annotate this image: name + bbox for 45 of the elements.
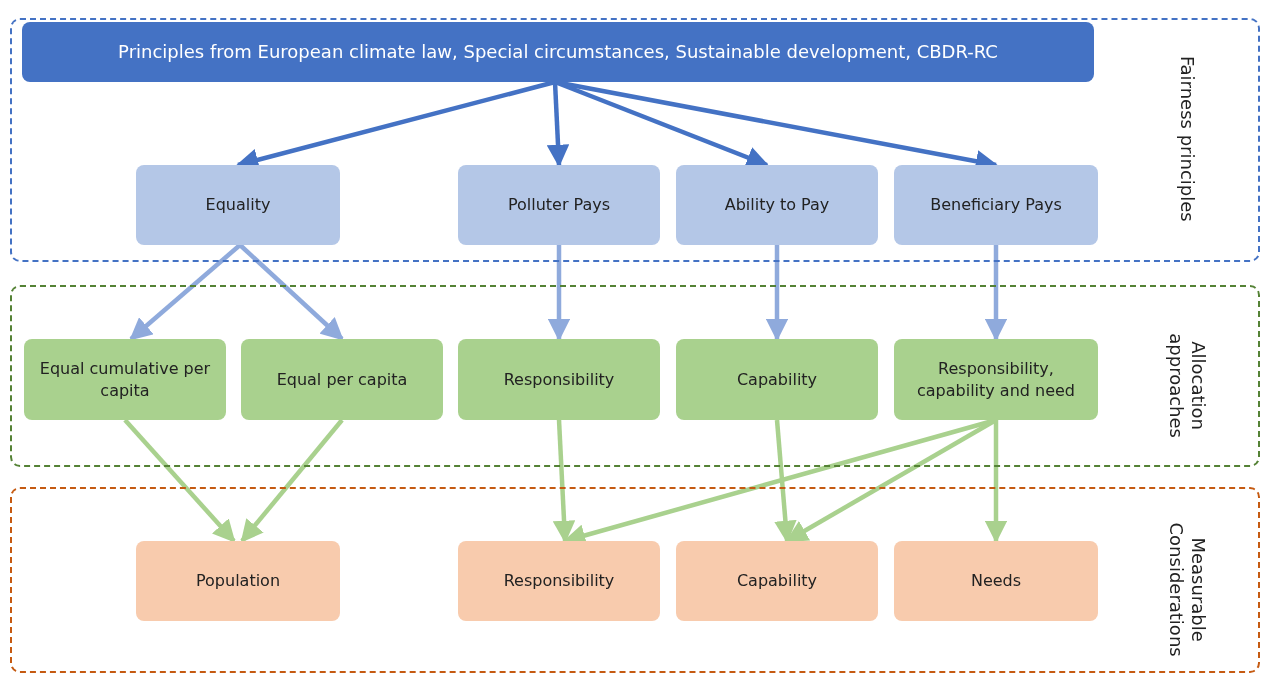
box-label: Capability bbox=[736, 368, 818, 391]
box-label: Responsibility bbox=[503, 570, 615, 592]
rounded-box bbox=[22, 22, 1094, 82]
group-label: Measurable Considerations bbox=[1165, 521, 1209, 659]
arrow bbox=[984, 245, 1008, 342]
dashed-group-frame bbox=[10, 487, 1260, 673]
dashed-group-frame bbox=[10, 285, 1260, 467]
rounded-box bbox=[676, 165, 878, 245]
rounded-box bbox=[676, 541, 878, 621]
rounded-box bbox=[894, 541, 1098, 621]
rounded-box bbox=[894, 165, 1098, 245]
box-label: Equality bbox=[205, 194, 271, 216]
arrow bbox=[123, 418, 236, 543]
box-label: Needs bbox=[970, 570, 1022, 592]
group-label: Fairness principles bbox=[1176, 54, 1198, 224]
rounded-box bbox=[458, 339, 660, 420]
box-label: Responsibility bbox=[503, 368, 615, 391]
box-label: Equal per capita bbox=[276, 368, 408, 391]
box-label: Principles from European climate law, Special circumstances, Sustainable development, CBDR-RC bbox=[118, 39, 998, 64]
arrow bbox=[546, 81, 570, 168]
rounded-box bbox=[676, 339, 878, 420]
box-label: Beneficiary Pays bbox=[930, 194, 1062, 216]
box-label: Capability bbox=[736, 570, 818, 592]
rounded-box bbox=[458, 165, 660, 245]
arrow bbox=[547, 245, 571, 342]
box-label: Ability to Pay bbox=[724, 194, 830, 216]
rounded-box bbox=[24, 339, 226, 420]
box-label: Equal cumulative per capita bbox=[38, 357, 212, 402]
group-label: Allocation approaches bbox=[1165, 332, 1209, 440]
arrow bbox=[240, 418, 344, 543]
arrow bbox=[552, 419, 576, 544]
rounded-box bbox=[136, 541, 340, 621]
arrow bbox=[238, 243, 344, 341]
arrow bbox=[765, 245, 789, 342]
rounded-box bbox=[136, 165, 340, 245]
arrow bbox=[129, 243, 242, 341]
box-label: Polluter Pays bbox=[507, 194, 611, 216]
dashed-group-frame bbox=[10, 18, 1260, 262]
rounded-box bbox=[894, 339, 1098, 420]
box-label: Population bbox=[195, 570, 281, 592]
rounded-box bbox=[241, 339, 443, 420]
box-label: Responsibility, capability and need bbox=[915, 357, 1077, 402]
arrow bbox=[984, 420, 1008, 544]
arrow bbox=[774, 419, 797, 544]
rounded-box bbox=[458, 541, 660, 621]
